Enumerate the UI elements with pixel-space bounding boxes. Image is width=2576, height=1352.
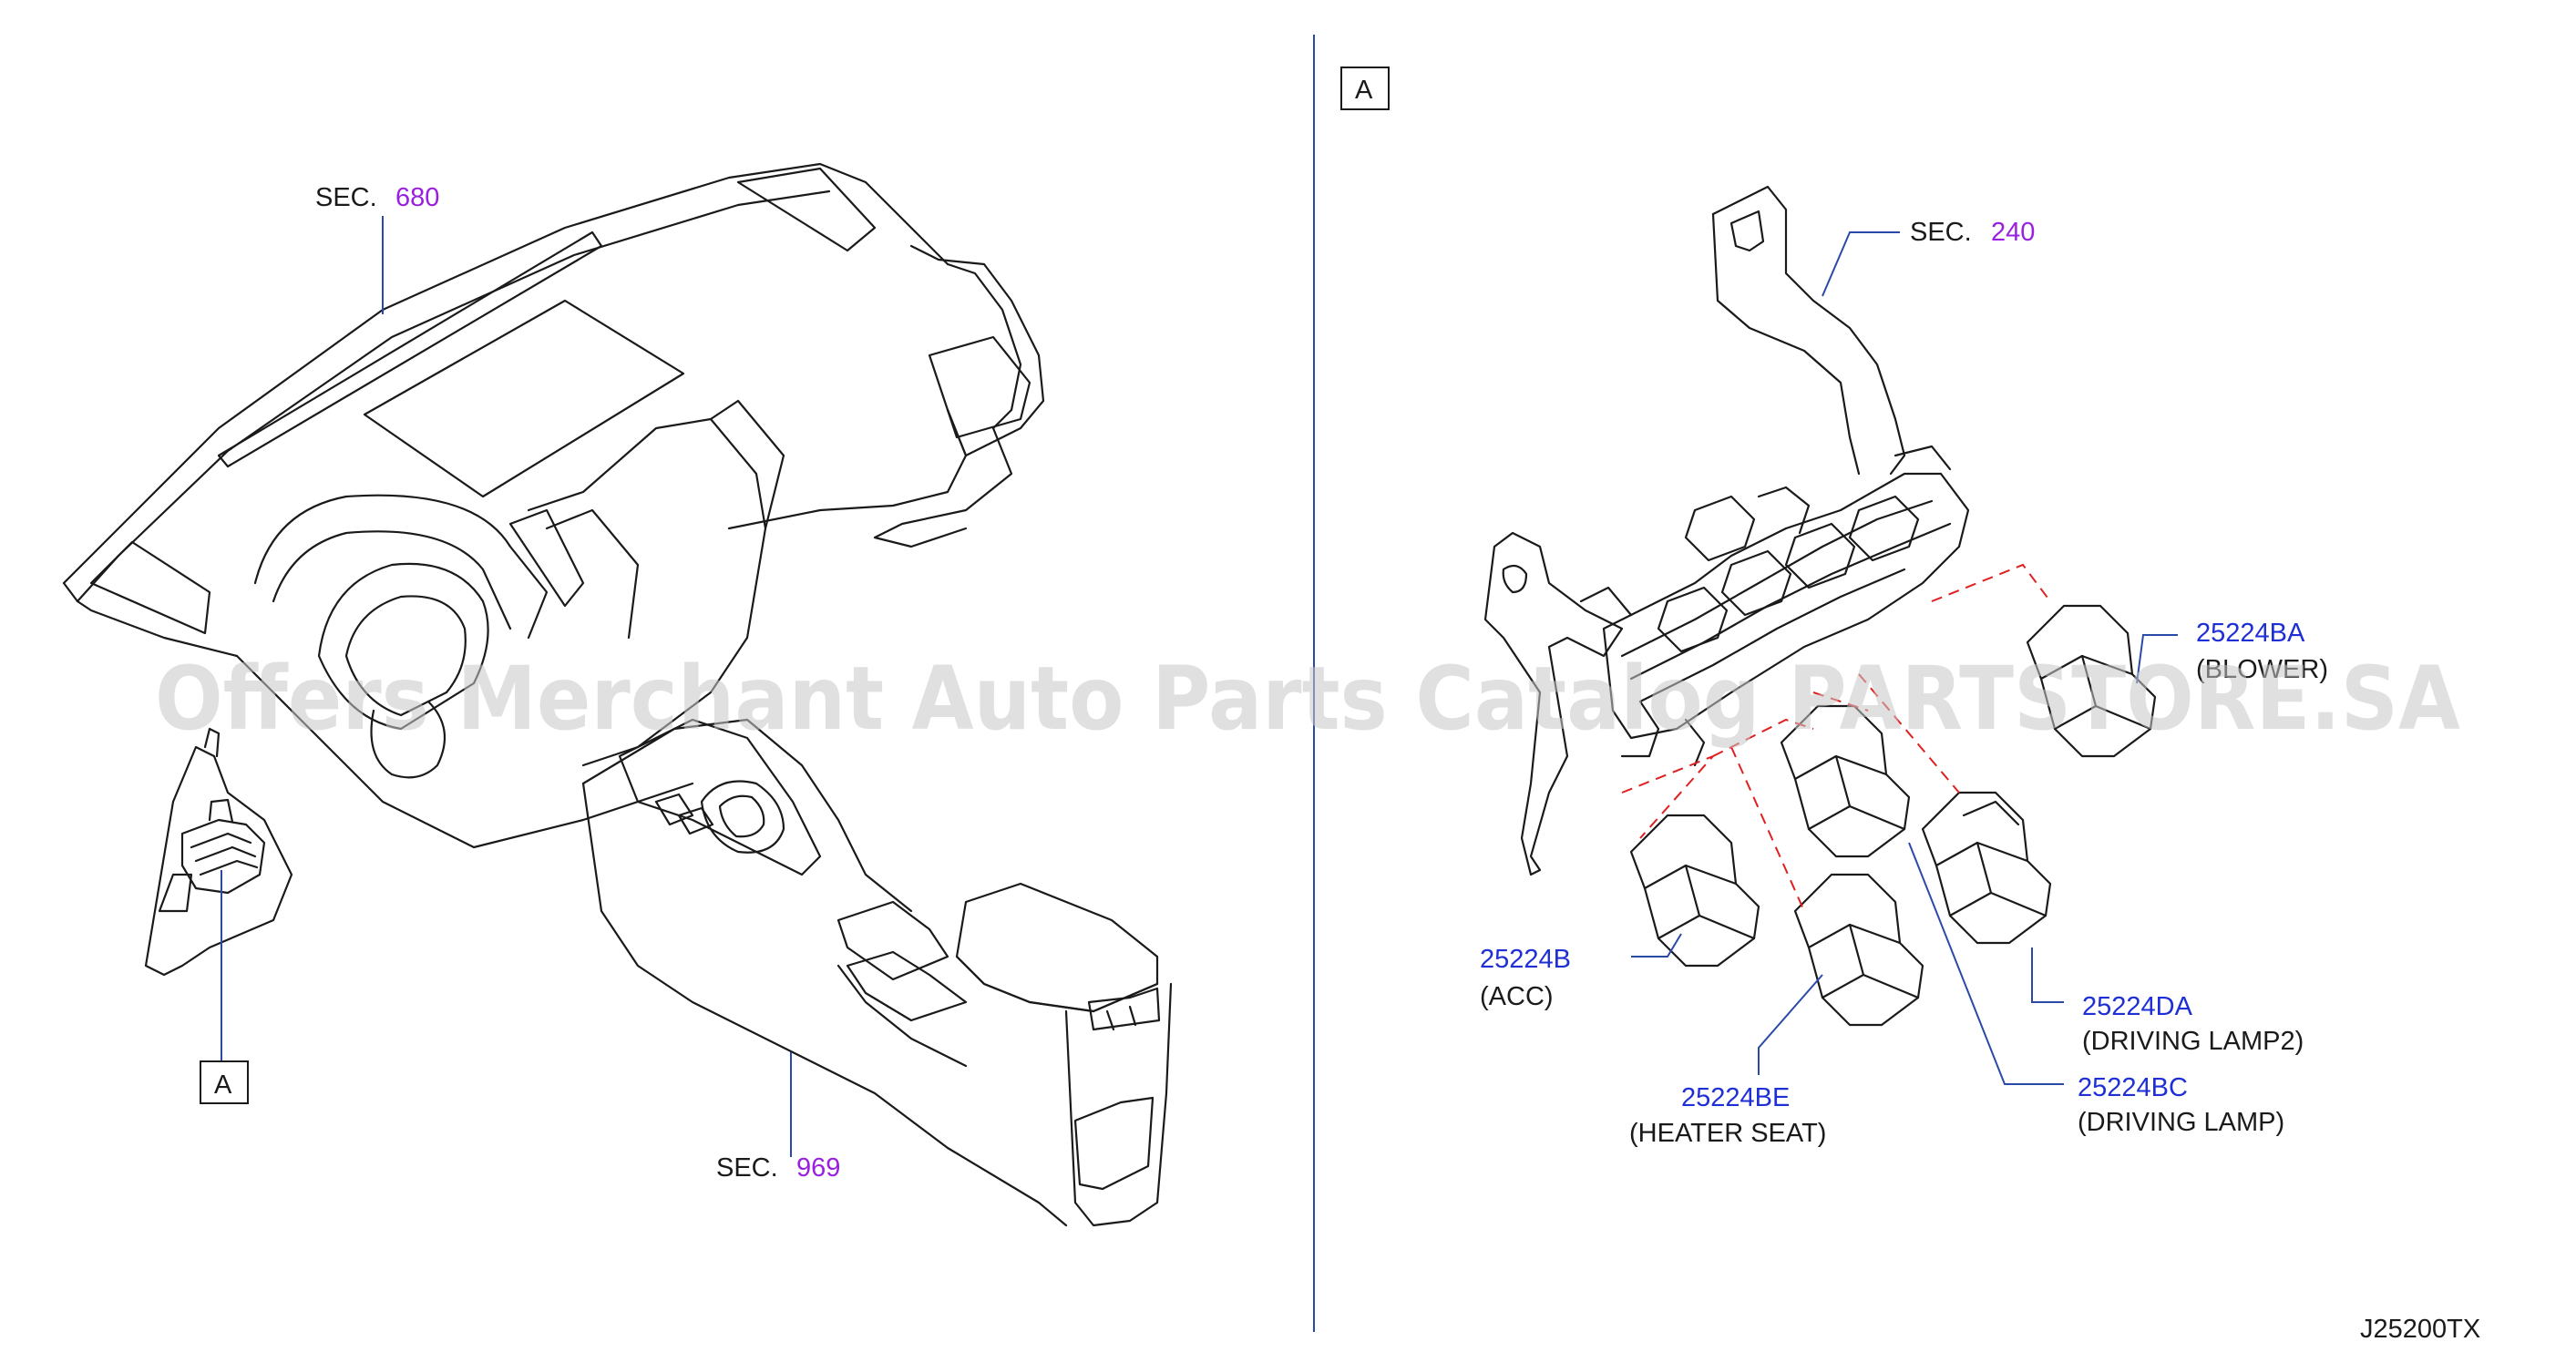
part-desc-driving-lamp: (DRIVING LAMP): [2078, 1108, 2284, 1137]
part-desc-driving-lamp2: (DRIVING LAMP2): [2082, 1027, 2304, 1056]
part-number-25224BE[interactable]: 25224BE: [1681, 1083, 1790, 1112]
watermark-text: Offers Merchant Auto Parts Catalog PARTS…: [155, 648, 2460, 750]
callout-sec-680: SEC. 680: [315, 183, 439, 314]
callout-25224DA: 25224DA (DRIVING LAMP2): [2031, 947, 2304, 1056]
part-desc-heater-seat: (HEATER SEAT): [1629, 1119, 1826, 1148]
part-number-25224B[interactable]: 25224B: [1480, 945, 1571, 974]
callout-25224BE: 25224BE (HEATER SEAT): [1629, 974, 1826, 1148]
drawing-code: J25200TX: [2360, 1315, 2480, 1344]
view-a-label: A: [1340, 67, 1390, 110]
callout-25224B: 25224B (ACC): [1480, 933, 1682, 1011]
instrument-panel-drawing: [62, 162, 1045, 977]
relay-bracket-drawing: [1483, 185, 1970, 876]
part-number-25224BC[interactable]: 25224BC: [2078, 1073, 2188, 1102]
callout-a-left: A: [200, 870, 249, 1104]
view-a-box: [1340, 67, 1390, 110]
relay-25224B: [1629, 814, 1760, 968]
sec-680-link[interactable]: 680: [395, 183, 439, 212]
relay-25224BE: [1793, 873, 1924, 1027]
callout-25224BC: 25224BC (DRIVING LAMP): [1908, 842, 2284, 1137]
view-a-box-label: A: [1355, 76, 1373, 105]
relay-25224BA: [2026, 604, 2157, 758]
sec-240-link[interactable]: 240: [1991, 218, 2035, 247]
center-console-drawing: [581, 718, 1173, 1227]
relay-25224DA: [1921, 791, 2052, 945]
callout-box-a[interactable]: [200, 1060, 249, 1104]
sec-969-prefix: SEC.: [716, 1153, 778, 1183]
part-number-25224BA[interactable]: 25224BA: [2196, 619, 2305, 648]
part-desc-acc: (ACC): [1480, 982, 1554, 1011]
sec-240-prefix: SEC.: [1910, 218, 1972, 247]
callout-box-a-label: A: [214, 1070, 232, 1100]
callout-25224BA: 25224BA (BLOWER): [2136, 619, 2328, 684]
sec-969-link[interactable]: 969: [796, 1153, 840, 1183]
part-desc-blower: (BLOWER): [2196, 655, 2328, 684]
callout-sec-240: SEC. 240: [1822, 218, 2035, 297]
relay-25224BC: [1780, 704, 1911, 858]
assembly-dashed-lines: [1621, 563, 2051, 912]
sec-680-prefix: SEC.: [315, 183, 377, 212]
part-number-25224DA[interactable]: 25224DA: [2082, 992, 2193, 1021]
callout-sec-969: SEC. 969: [716, 1052, 840, 1183]
